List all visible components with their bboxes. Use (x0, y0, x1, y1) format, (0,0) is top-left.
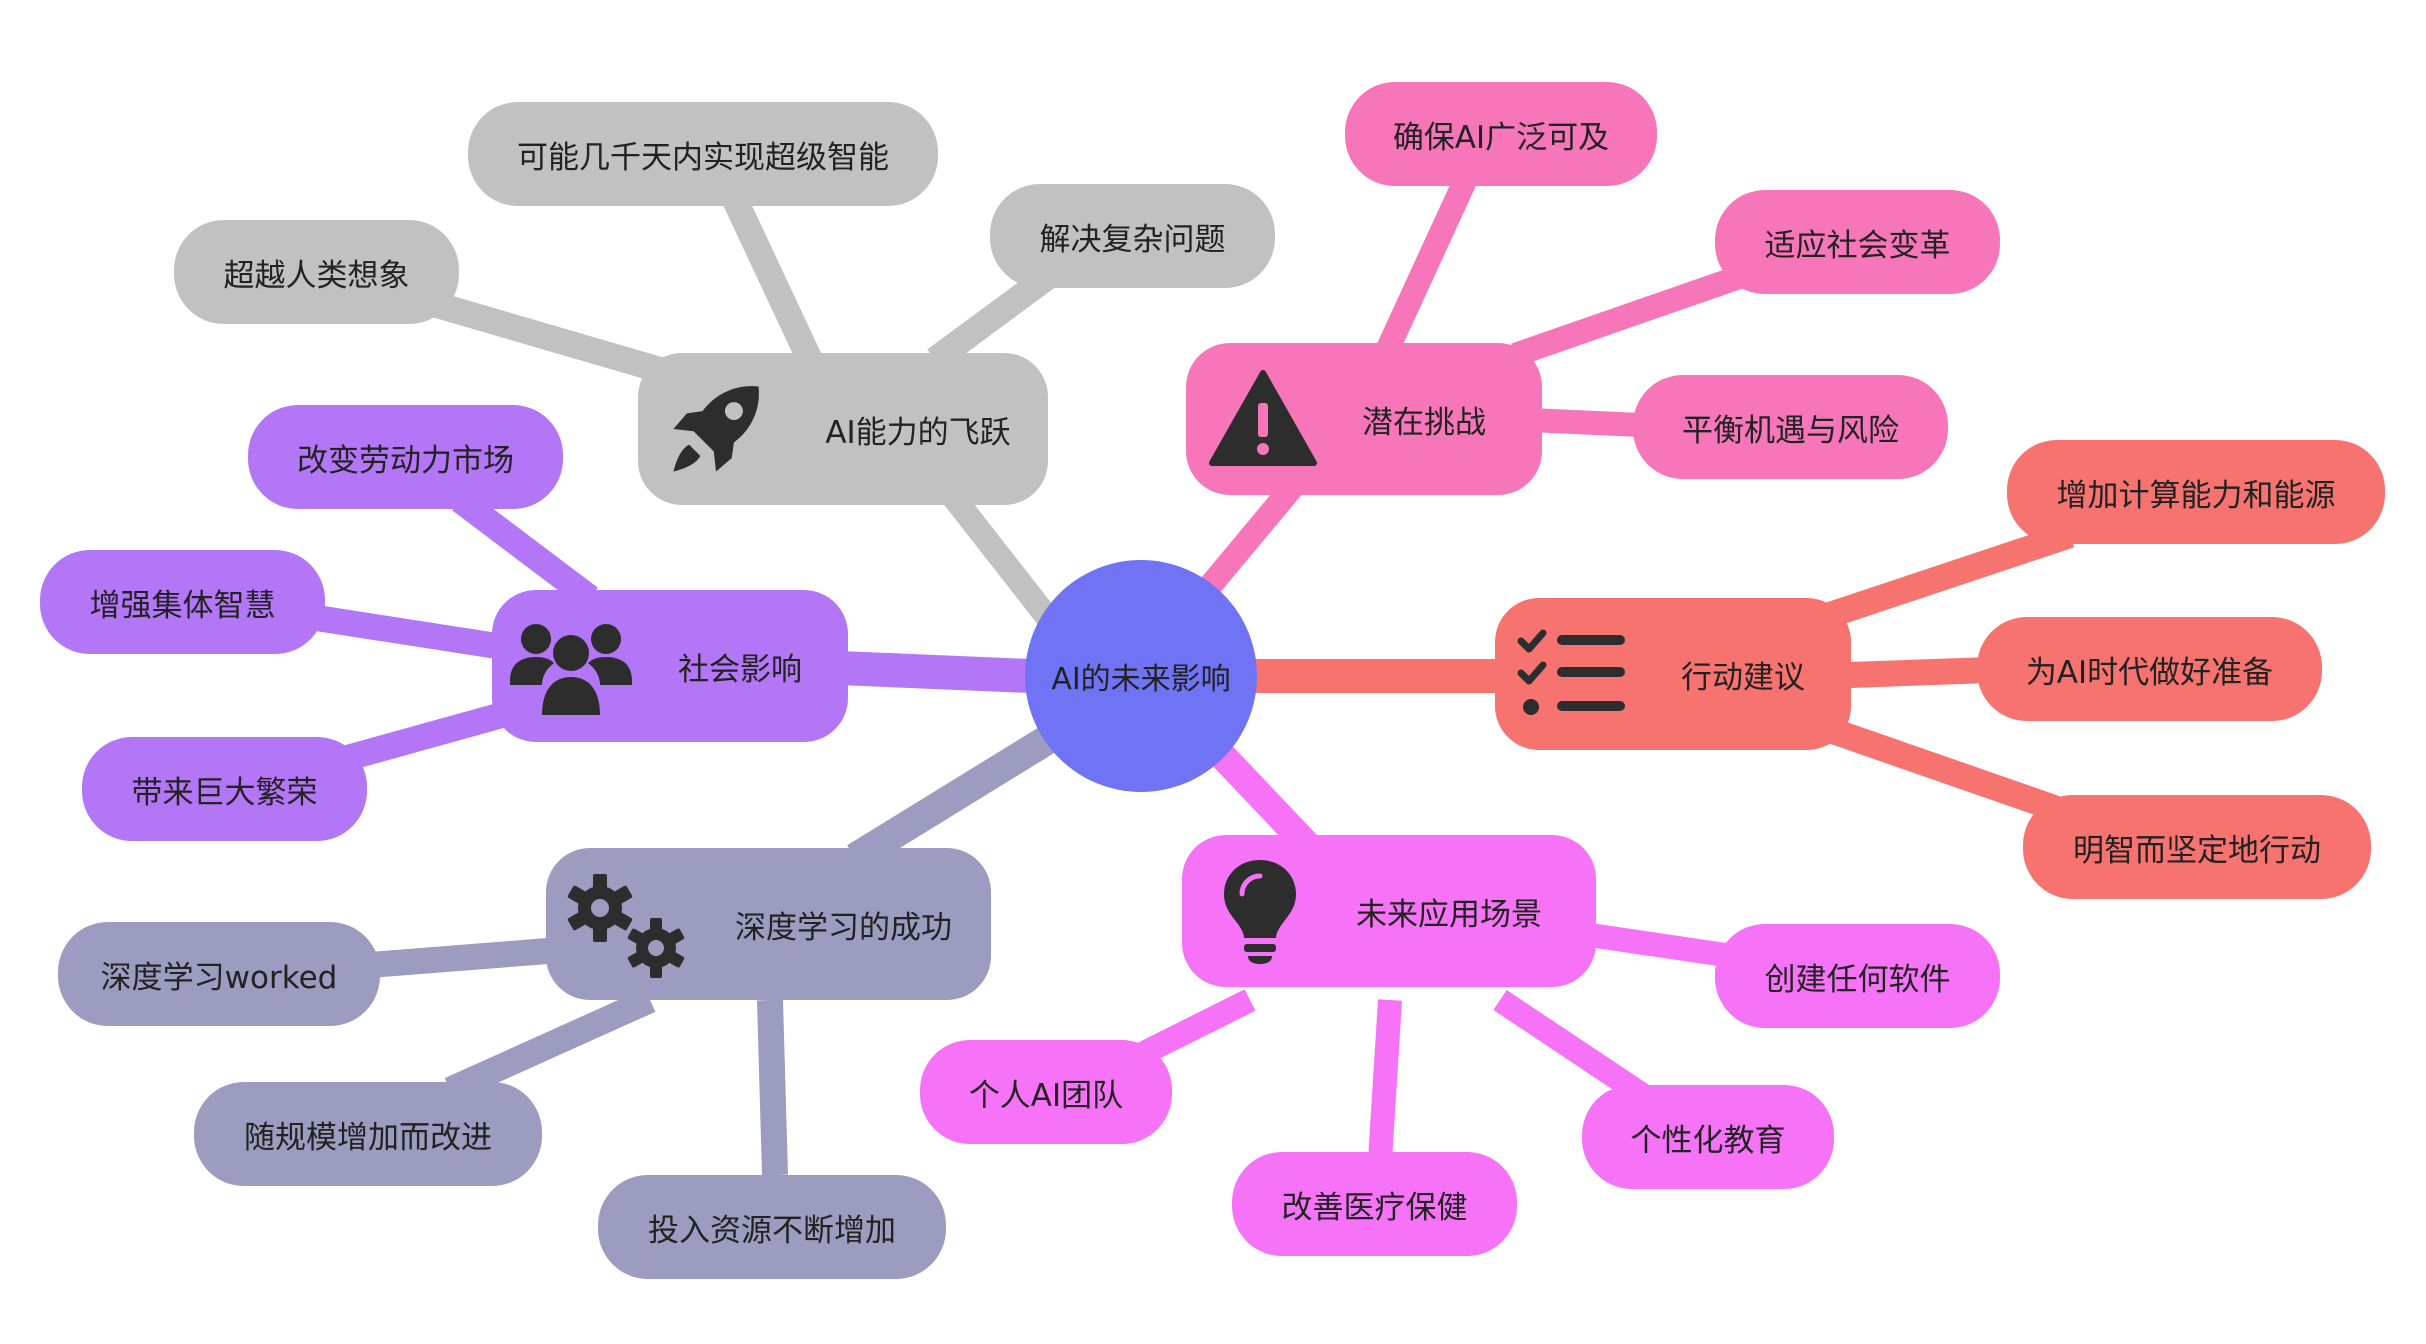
branch-ai-leap-label: AI能力的飞跃 (825, 414, 1011, 451)
leaf-actions-compute-energy[interactable]: 增加计算能力和能源 (2007, 440, 2385, 544)
branch-challenges[interactable]: 潜在挑战 (1186, 343, 1542, 495)
leaf-challenges-accessibility[interactable]: 确保AI广泛可及 (1345, 82, 1657, 186)
leaf-label: 适应社会变革 (1764, 227, 1951, 264)
link-applications-1 (1588, 923, 1727, 967)
leaf-deep-learning-worked[interactable]: 深度学习worked (58, 922, 380, 1026)
branch-actions[interactable]: 行动建议 (1495, 598, 1851, 750)
link-root-deep-learning (847, 725, 1058, 871)
leaf-label: 投入资源不断增加 (648, 1212, 896, 1249)
branch-actions-label: 行动建议 (1681, 659, 1805, 696)
branch-social-label: 社会影响 (678, 651, 802, 688)
link-root-social (839, 651, 1031, 693)
link-applications-3 (1493, 990, 1657, 1110)
leaf-social-prosperity[interactable]: 带来巨大繁荣 (82, 737, 367, 841)
leaf-challenges-balance[interactable]: 平衡机遇与风险 (1633, 375, 1948, 479)
leaf-ai-leap-solve-problems[interactable]: 解决复杂问题 (990, 184, 1275, 288)
branch-applications[interactable]: 未来应用场景 (1182, 835, 1596, 987)
leaf-label: 个性化教育 (1630, 1122, 1786, 1159)
link-social-1 (452, 489, 598, 609)
leaf-label: 可能几千天内实现超级智能 (517, 139, 889, 176)
link-ai-leap-2 (927, 264, 1058, 371)
leaf-applications-software[interactable]: 创建任何软件 (1715, 924, 2000, 1028)
root-node[interactable]: AI的未来影响 (1025, 560, 1257, 792)
checklist-icon (1517, 629, 1625, 715)
leaf-label: 个人AI团队 (968, 1077, 1124, 1114)
leaf-applications-personal-team[interactable]: 个人AI团队 (920, 1040, 1172, 1144)
gears-icon (567, 874, 685, 978)
leaf-label: 创建任何软件 (1764, 961, 1951, 998)
link-social-2 (308, 604, 512, 661)
leaf-label: 随规模增加而改进 (244, 1119, 492, 1156)
branch-ai-leap[interactable]: AI能力的飞跃 (638, 353, 1048, 505)
leaf-actions-act-wisely[interactable]: 明智而坚定地行动 (2023, 795, 2371, 899)
warning-icon (1209, 370, 1317, 466)
branch-deep-learning-label: 深度学习的成功 (735, 909, 952, 946)
link-challenges-1 (1374, 164, 1481, 361)
link-challenges-3 (1529, 408, 1641, 437)
link-actions-2 (1849, 657, 1991, 688)
leaf-label: 为AI时代做好准备 (2025, 654, 2274, 691)
leaf-label: 增加计算能力和能源 (2056, 477, 2336, 514)
link-social-3 (336, 697, 524, 773)
link-challenges-2 (1511, 263, 1749, 367)
link-deep-learning-3 (757, 999, 788, 1176)
leaf-ai-leap-beyond-imagination[interactable]: 超越人类想象 (174, 220, 459, 324)
leaf-deep-learning-resources[interactable]: 投入资源不断增加 (598, 1175, 946, 1279)
link-root-challenges (1190, 470, 1310, 606)
branch-social[interactable]: 社会影响 (492, 590, 848, 742)
leaf-deep-learning-scale[interactable]: 随规模增加而改进 (194, 1082, 542, 1186)
root-label: AI的未来影响 (1051, 662, 1231, 697)
branch-deep-learning[interactable]: 深度学习的成功 (546, 848, 991, 1000)
link-root-applications (1204, 738, 1321, 858)
leaf-applications-education[interactable]: 个性化教育 (1582, 1085, 1834, 1189)
lightbulb-icon (1224, 860, 1296, 964)
users-icon (510, 624, 632, 715)
link-deep-learning-1 (368, 937, 562, 978)
leaf-label: 确保AI广泛可及 (1392, 119, 1610, 156)
leaf-label: 增强集体智慧 (89, 587, 276, 624)
leaf-label: 超越人类想象 (223, 257, 410, 294)
leaf-social-collective-intelligence[interactable]: 增强集体智慧 (40, 550, 325, 654)
leaf-social-labor-market[interactable]: 改变劳动力市场 (248, 405, 563, 509)
branch-challenges-label: 潜在挑战 (1362, 404, 1486, 441)
leaf-label: 平衡机遇与风险 (1682, 412, 1899, 449)
leaf-applications-healthcare[interactable]: 改善医疗保健 (1232, 1152, 1517, 1256)
link-deep-learning-2 (444, 988, 656, 1102)
leaf-challenges-adapt[interactable]: 适应社会变革 (1715, 190, 2000, 294)
link-ai-leap-1 (723, 194, 822, 366)
link-actions-1 (1825, 522, 2075, 628)
leaf-actions-prepare[interactable]: 为AI时代做好准备 (1977, 617, 2322, 721)
leaf-label: 明智而坚定地行动 (2073, 832, 2321, 869)
leaf-label: 改善医疗保健 (1281, 1189, 1468, 1226)
link-actions-3 (1825, 717, 2065, 823)
branch-applications-label: 未来应用场景 (1356, 896, 1542, 933)
leaf-label: 解决复杂问题 (1039, 221, 1226, 258)
rocket-icon (673, 386, 759, 472)
leaf-label: 改变劳动力市场 (297, 442, 514, 479)
leaf-label: 深度学习worked (100, 959, 338, 996)
leaf-ai-leap-superintelligence[interactable]: 可能几千天内实现超级智能 (468, 102, 938, 206)
link-ai-leap-3 (416, 287, 664, 383)
link-applications-4 (1368, 999, 1402, 1161)
leaf-label: 带来巨大繁荣 (131, 774, 318, 811)
